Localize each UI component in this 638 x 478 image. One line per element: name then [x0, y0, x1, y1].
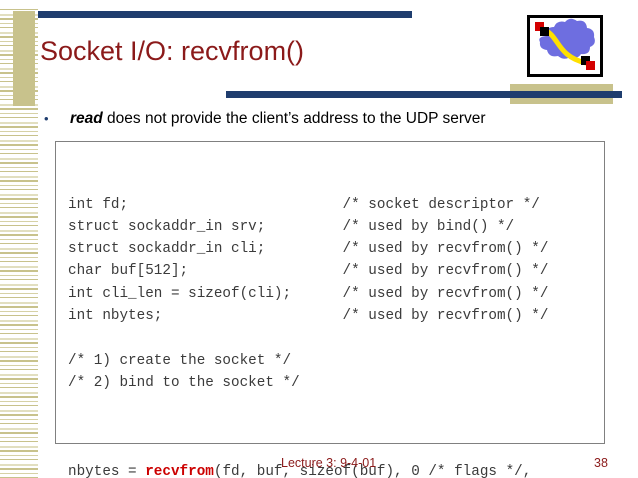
node-b-black: [581, 56, 590, 65]
code-line: int nbytes; /* used by recvfrom() */: [68, 308, 549, 325]
footer-page-number: 38: [594, 456, 608, 470]
code-declaration-lines: int fd; /* socket descriptor */ struct so…: [68, 194, 548, 417]
network-cloud-svg: [535, 18, 595, 70]
cloud-shape: [539, 18, 595, 59]
node-b-red: [586, 61, 595, 70]
call-suffix: (fd, buf, sizeof(buf), 0 /* flags */,: [213, 464, 532, 478]
code-line: [68, 394, 548, 416]
bullet-marker-icon: •: [44, 111, 49, 126]
left-khaki-block: [13, 11, 35, 106]
bullet-row: • read does not provide the client’s add…: [40, 110, 600, 128]
code-content: int fd; /* socket descriptor */ struct so…: [68, 149, 548, 478]
code-line: struct sockaddr_in srv; /* used by bind(…: [68, 218, 515, 235]
code-line: int cli_len = sizeof(cli); /* used by re…: [68, 285, 549, 302]
code-line: int fd; /* socket descriptor */: [68, 196, 540, 213]
page-title: Socket I/O: recvfrom(): [40, 36, 305, 66]
bullet-text-rest: does not provide the client’s address to…: [102, 110, 486, 127]
network-cloud-icon: [527, 15, 603, 77]
top-navy-rule: [38, 11, 412, 18]
code-line: /* 2) bind to the socket */: [68, 374, 300, 391]
code-line: [68, 327, 548, 349]
node-a-black: [540, 27, 549, 36]
code-line: struct sockaddr_in cli; /* used by recvf…: [68, 241, 549, 258]
bullet-emphasis: read: [70, 110, 103, 127]
code-line: /* 1) create the socket */: [68, 352, 292, 369]
code-line: char buf[512]; /* used by recvfrom() */: [68, 263, 549, 280]
subtitle-navy-rule: [226, 91, 622, 98]
call-prefix: nbytes =: [68, 464, 146, 478]
left-stripe-top-mask: [0, 0, 38, 8]
footer-lecture-label: Lecture 3: 9-4-01: [281, 456, 377, 470]
bullet-text: read does not provide the client’s addre…: [70, 110, 486, 128]
code-line-recvfrom-call: nbytes = recvfrom(fd, buf, sizeof(buf), …: [68, 461, 548, 478]
node-a-red: [535, 22, 544, 31]
code-block: int fd; /* socket descriptor */ struct so…: [55, 141, 605, 478]
call-keyword-recvfrom: recvfrom: [145, 464, 214, 478]
